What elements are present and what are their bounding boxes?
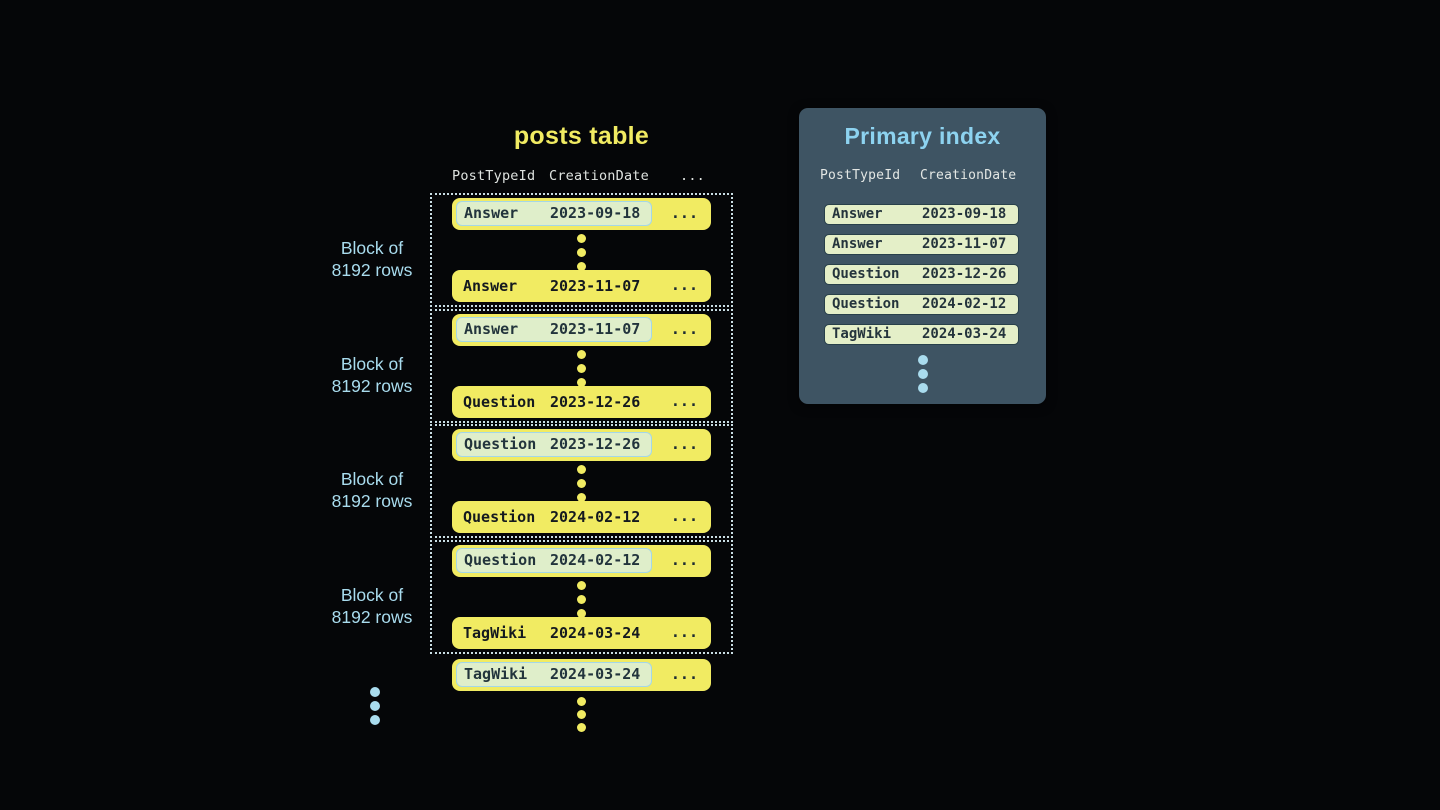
block-label-4: Block of 8192 rows [331,585,413,627]
block-label-2: Block of 8192 rows [331,354,413,396]
row-ellipsis: ... [670,320,698,338]
row-ellipsis: ... [670,665,698,683]
primary-index-title: Primary index [844,123,1001,149]
row-ellipsis: ... [670,507,698,525]
dot [917,355,928,365]
dot [577,609,586,618]
dot [917,369,928,379]
row-ellipsis: ... [670,276,698,294]
vertical-dots-yellow-bottom [577,697,586,732]
vertical-dots-yellow [432,234,731,271]
dot [577,723,586,732]
row-ellipsis: ... [670,392,698,410]
dot [577,479,586,488]
dot [577,262,586,271]
vertical-dots-yellow [432,581,731,618]
posts-column-header-creationdate: CreationDate [549,168,649,184]
vertical-dots-blue-left [370,687,380,725]
dot [917,383,928,393]
dot [370,701,380,711]
row-ellipsis: ... [670,204,698,222]
dot [577,493,586,502]
vertical-dots-yellow [432,465,731,502]
dot [577,595,586,604]
dot [370,687,380,697]
posts-column-header-ellipsis: ... [680,168,705,184]
posts-column-header-posttypeid: PostTypeId [452,168,536,184]
dot [577,465,586,474]
row-ellipsis: ... [670,435,698,453]
vertical-dots-yellow [432,350,731,387]
dot [577,350,586,359]
dot [370,715,380,725]
dot [577,581,586,590]
dot [577,234,586,243]
index-column-header-posttypeid: PostTypeId [820,168,901,183]
dot [577,697,586,706]
dot [577,710,586,719]
vertical-dots-blue-index [799,355,1046,393]
block-label-3: Block of 8192 rows [331,469,413,511]
dot [577,248,586,257]
dot [577,378,586,387]
block-label-1: Block of 8192 rows [331,238,413,280]
row-ellipsis: ... [670,551,698,569]
dot [577,364,586,373]
posts-table-title: posts table [513,122,650,150]
index-column-header-creationdate: CreationDate [920,168,1017,183]
primary-index-panel: Primary index PostTypeId CreationDate An… [799,108,1046,404]
row-ellipsis: ... [670,623,698,641]
